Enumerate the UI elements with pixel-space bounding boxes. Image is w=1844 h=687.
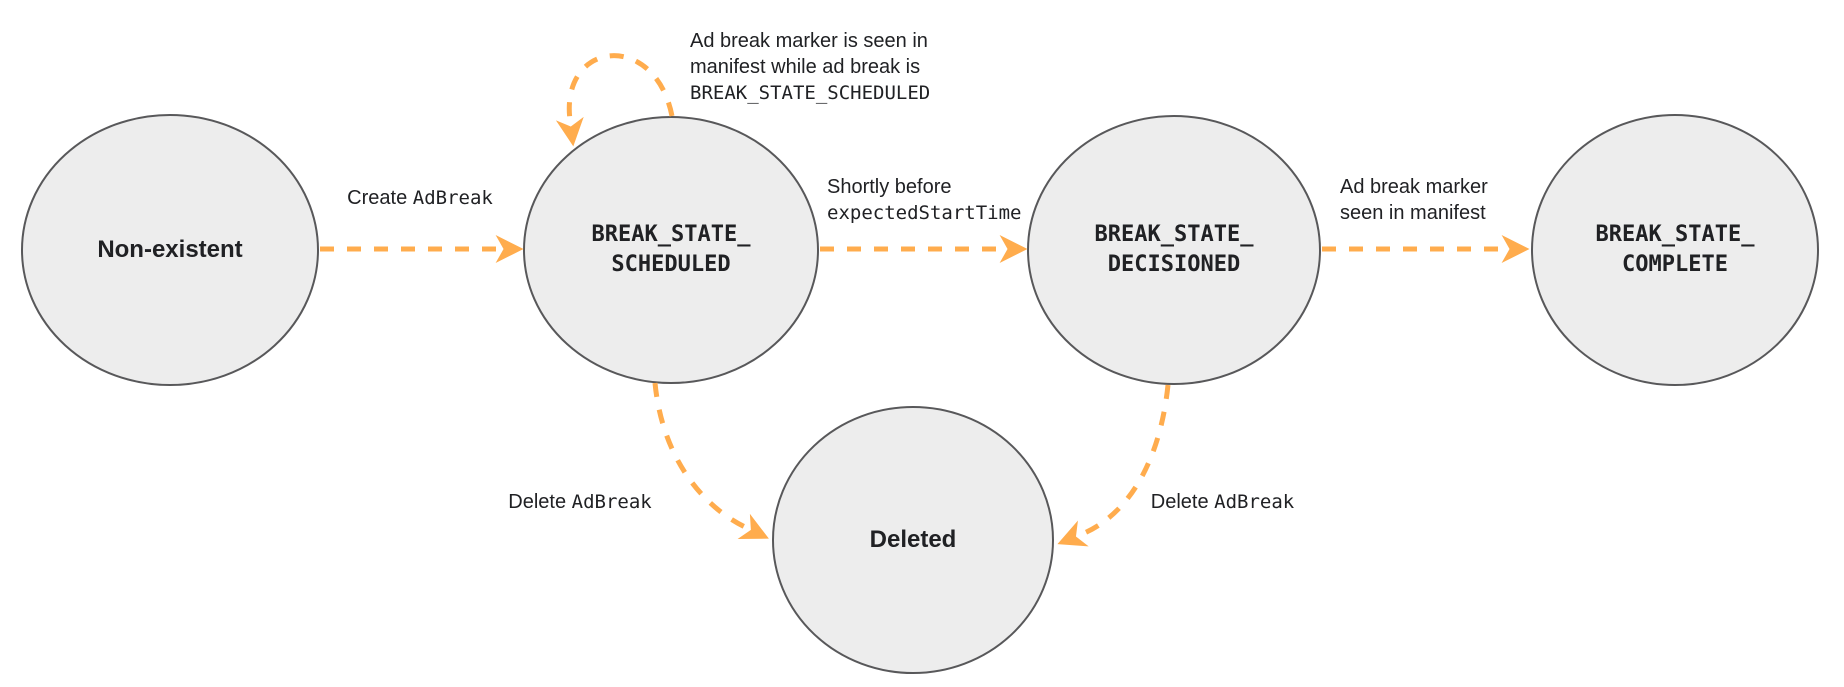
edge-label-shortly-before: Shortly before expectedStartTime (827, 174, 1021, 226)
state-node-break-state-scheduled (523, 116, 819, 384)
edge-label-text: Delete (508, 491, 572, 513)
edge-label-text: Shortly before (827, 176, 952, 198)
node-label-break-state-complete: BREAK_STATE_ COMPLETE (1525, 220, 1825, 280)
edge-label-text: Ad break marker (1340, 176, 1488, 198)
edge-label-delete-adbreak-left: Delete AdBreak (455, 489, 705, 515)
edge-decisioned-to-deleted (1057, 384, 1171, 547)
node-label-break-state-scheduled: BREAK_STATE_ SCHEDULED (521, 220, 821, 280)
state-node-break-state-decisioned (1027, 115, 1321, 385)
edge-label-code: BREAK_STATE_SCHEDULED (690, 82, 931, 104)
edge-label-create-adbreak: Create AdBreak (310, 185, 530, 211)
node-label-break-state-decisioned: BREAK_STATE_ DECISIONED (1024, 220, 1324, 280)
state-label-line: BREAK_STATE_ (1094, 222, 1254, 247)
node-label-deleted: Deleted (869, 526, 957, 553)
edge-label-delete-adbreak-right: Delete AdBreak (1095, 489, 1350, 515)
state-node-non-existent (21, 114, 319, 386)
edge-label-code: AdBreak (571, 491, 652, 513)
node-label-non-existent: Non-existent (97, 236, 243, 263)
state-label-line: COMPLETE (1622, 252, 1728, 277)
state-label-line: BREAK_STATE_ (591, 222, 751, 247)
edge-label-text: Create (347, 187, 413, 209)
edge-label-text: Ad break marker is seen in (690, 30, 928, 52)
edge-label-code: AdBreak (412, 187, 493, 209)
edge-label-code: AdBreak (1214, 491, 1295, 513)
state-node-deleted (772, 406, 1054, 674)
edge-label-text: manifest while ad break is (690, 56, 921, 78)
edge-self-loop-scheduled (555, 53, 675, 147)
state-label-line: BREAK_STATE_ (1595, 222, 1755, 247)
state-label-line: SCHEDULED (611, 252, 731, 277)
state-node-break-state-complete (1531, 114, 1819, 386)
edge-label-text: seen in manifest (1340, 202, 1486, 224)
edge-label-code: expectedStartTime (827, 202, 1022, 224)
edge-label-marker-seen: Ad break marker seen in manifest (1340, 174, 1488, 226)
state-label-line: DECISIONED (1107, 252, 1241, 277)
edge-label-text: Delete (1150, 491, 1215, 513)
edge-label-self-loop: Ad break marker is seen in manifest whil… (690, 28, 930, 106)
